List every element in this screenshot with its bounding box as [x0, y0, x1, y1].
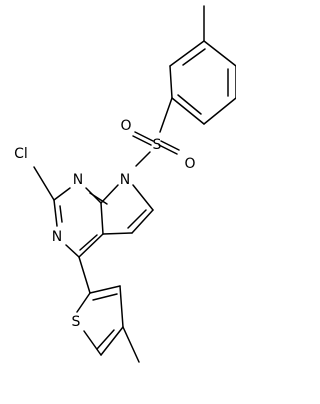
bond — [78, 233, 104, 258]
sulfonyl-s-label: S — [153, 137, 162, 153]
pyrimidine-n-upper-label: N — [73, 172, 83, 188]
bond — [92, 293, 118, 301]
sulfonyl-o-left-label: O — [120, 118, 131, 134]
bond — [177, 94, 202, 115]
bond — [159, 97, 173, 133]
pyrrole-n-label: N — [120, 172, 130, 188]
bond — [171, 97, 205, 125]
atom-labels: Cl N N N S O O S — [14, 118, 195, 330]
bond — [53, 187, 71, 201]
bond — [100, 184, 119, 204]
bond — [134, 131, 154, 142]
thiophene-s-label: S — [72, 314, 81, 330]
bond — [169, 40, 205, 67]
bond — [33, 166, 55, 201]
bond — [96, 329, 115, 350]
bond — [83, 330, 102, 356]
bond — [59, 205, 63, 223]
bond — [127, 209, 147, 229]
bond — [182, 48, 206, 66]
bond — [89, 192, 108, 205]
bond — [119, 285, 124, 328]
bond — [132, 135, 152, 146]
bonds — [33, 5, 236, 363]
bond — [132, 184, 154, 211]
bond — [89, 285, 121, 294]
bond — [169, 65, 173, 99]
bond — [79, 234, 98, 251]
bond — [160, 140, 180, 151]
sulfonyl-o-right-label: O — [184, 156, 195, 172]
bond — [203, 40, 236, 67]
chlorine-label: Cl — [14, 146, 28, 162]
pyrimidine-n-lower-label: N — [52, 229, 62, 245]
bond — [102, 232, 133, 235]
bond — [122, 326, 140, 363]
bond — [78, 256, 91, 294]
bond — [131, 209, 154, 234]
bond — [158, 144, 178, 155]
chemical-structure-drawing: Cl N N N S O O S — [14, 5, 236, 363]
bond — [76, 292, 91, 313]
bond — [100, 326, 124, 356]
bond — [65, 244, 80, 258]
bond — [53, 199, 58, 227]
bond — [135, 151, 151, 167]
bond — [100, 202, 104, 235]
bond — [203, 97, 236, 125]
